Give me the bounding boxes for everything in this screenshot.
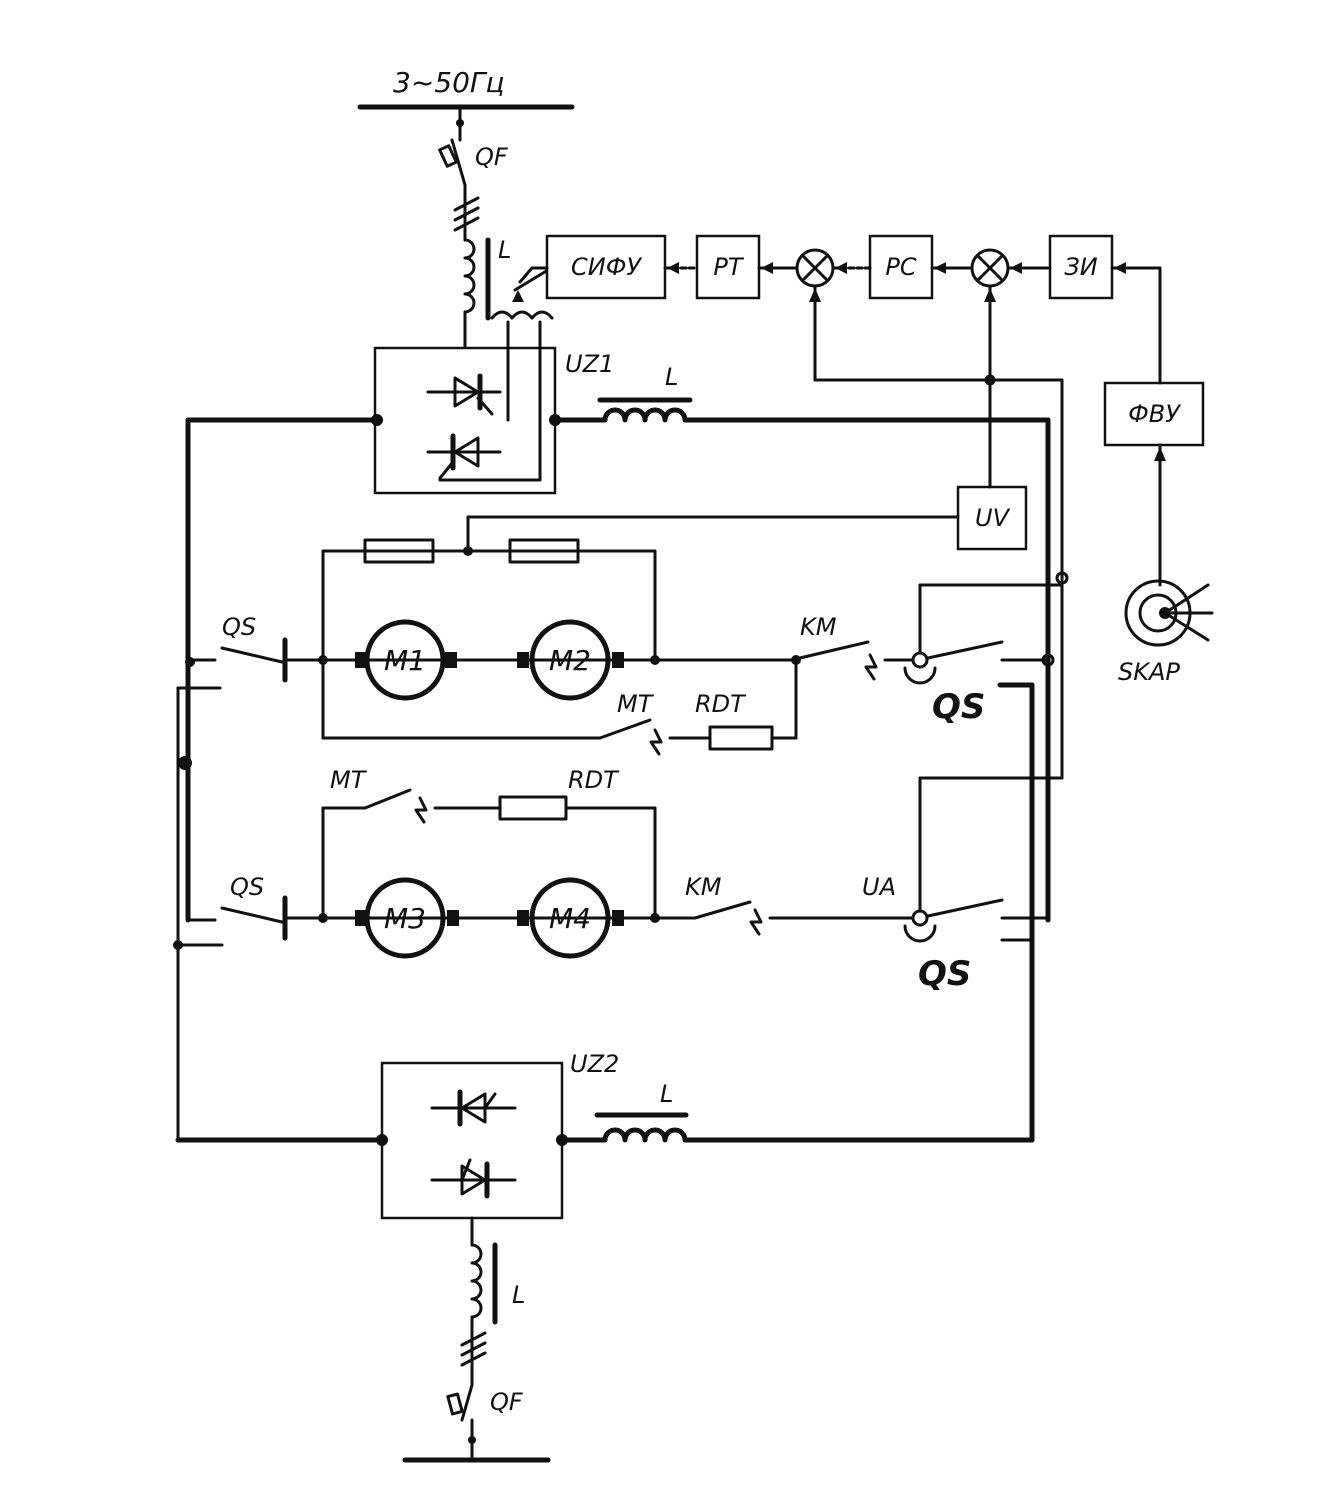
- m2-label: M2: [549, 644, 591, 677]
- converter-uz1: UZ1: [371, 320, 614, 495]
- ua-label: UA: [862, 873, 896, 901]
- choke-l-bottom: L: [559, 1080, 1035, 1143]
- m1-label: M1: [384, 644, 426, 677]
- l-choke-top-label: L: [665, 363, 678, 391]
- m3-label: M3: [384, 902, 426, 935]
- qf-bottom-label: QF: [490, 1388, 524, 1416]
- qs-lower-label: QS: [230, 873, 264, 901]
- choke-l-top: L: [552, 363, 1051, 923]
- sifu-label: СИФУ: [571, 253, 642, 281]
- mt-upper-label: MT: [617, 690, 655, 718]
- l-reactor-top-label: L: [498, 236, 511, 264]
- mt-lower-label: MT: [330, 766, 368, 794]
- uz2-label: UZ2: [570, 1050, 619, 1078]
- sensor-skap: SKAP: [1118, 579, 1214, 686]
- km-upper-label: KM: [800, 613, 837, 641]
- supply-label: 3~50Гц: [393, 66, 505, 99]
- left-tie: [173, 665, 224, 1142]
- l-choke-bottom-label: L: [660, 1080, 673, 1108]
- breaker-qf-top: QF: [438, 105, 509, 242]
- rt-label: РТ: [713, 253, 744, 281]
- summator-icon: [970, 248, 1010, 288]
- block-uv: [956, 485, 1028, 551]
- upper-branch: QS M1 M2 KM: [185, 538, 1064, 943]
- converter-uz2: UZ2: [175, 1050, 619, 1220]
- motor-m3: M3: [355, 877, 459, 959]
- uz1-label: UZ1: [565, 350, 614, 378]
- motor-m2: M2: [517, 619, 624, 701]
- reactor-l-bottom: L: [470, 1216, 525, 1325]
- breaker-qf-bottom: QF: [446, 1315, 524, 1462]
- qs-right-upper-label: QS: [932, 687, 985, 727]
- uv-shunt-link: [463, 515, 960, 556]
- km-lower-label: KM: [685, 873, 722, 901]
- rs-label: РС: [885, 253, 916, 281]
- qs-right-lower-label: QS: [918, 954, 971, 994]
- block-rt: [695, 234, 761, 300]
- block-sifu: [545, 234, 667, 300]
- control-chain: СИФУ РТ РС ЗИ ФВУ UV: [518, 234, 1205, 780]
- thyristor-icon: [426, 433, 502, 480]
- block-fvu: [1103, 381, 1205, 447]
- rdt-upper-label: RDT: [695, 690, 747, 718]
- m4-label: M4: [549, 902, 591, 935]
- fvu-label: ФВУ: [1128, 400, 1181, 428]
- supply-bus-top: 3~50Гц: [357, 66, 575, 110]
- qf-top-label: QF: [475, 143, 509, 171]
- zi-label: ЗИ: [1064, 253, 1097, 281]
- uv-label: UV: [975, 504, 1011, 532]
- thyristor-icon: [430, 1089, 517, 1127]
- skap-label: SKAP: [1118, 658, 1180, 686]
- lower-branch: MT RDT QS M3 M4 KM: [220, 766, 1064, 1143]
- qs-upper-label: QS: [222, 613, 256, 641]
- thyristor-icon: [430, 1158, 517, 1199]
- motor-m1: M1: [355, 619, 457, 701]
- l-reactor-bottom-label: L: [512, 1281, 525, 1309]
- rdt-lower-label: RDT: [568, 766, 620, 794]
- motor-m4: M4: [517, 877, 624, 959]
- thyristor-icon: [426, 373, 502, 416]
- summator-icon: [795, 248, 835, 288]
- reactor-l-top: L: [463, 236, 554, 350]
